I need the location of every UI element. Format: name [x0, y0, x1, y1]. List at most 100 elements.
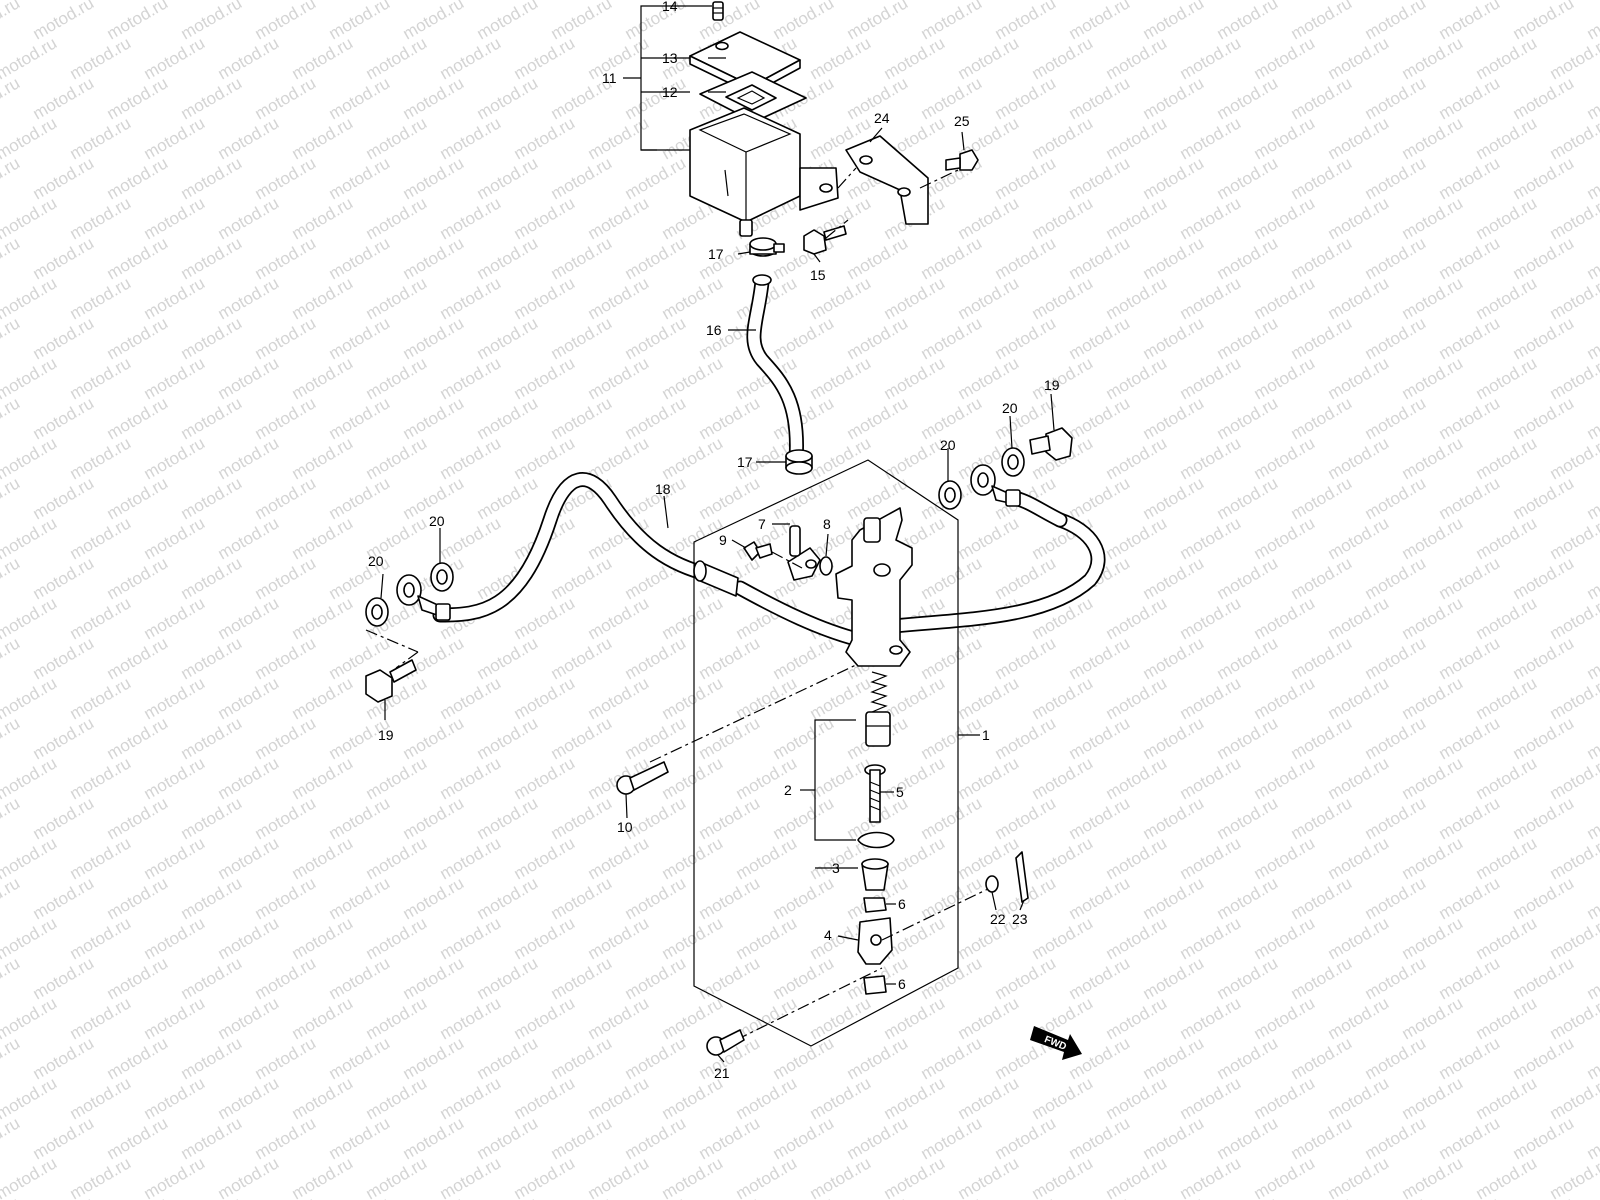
watermark-text: motod.ru	[400, 153, 468, 203]
watermark-text: motod.ru	[770, 633, 838, 683]
watermark-text: motod.ru	[696, 953, 764, 1003]
watermark-text: motod.ru	[1510, 553, 1578, 603]
watermark-text: motod.ru	[1510, 393, 1578, 443]
watermark-text: motod.ru	[30, 1113, 98, 1163]
watermark-text: motod.ru	[585, 833, 653, 883]
watermark-text: motod.ru	[659, 993, 727, 1043]
watermark-text: motod.ru	[1029, 193, 1097, 243]
watermark-text: motod.ru	[1140, 873, 1208, 923]
watermark-text: motod.ru	[1251, 833, 1319, 883]
watermark-text: motod.ru	[178, 793, 246, 843]
watermark-text: motod.ru	[1177, 913, 1245, 963]
watermark-text: motod.ru	[104, 233, 172, 283]
watermark-text: motod.ru	[289, 513, 357, 563]
watermark-text: motod.ru	[104, 153, 172, 203]
watermark-text: motod.ru	[326, 953, 394, 1003]
watermark-text: motod.ru	[807, 673, 875, 723]
watermark-text: motod.ru	[474, 873, 542, 923]
watermark-text: motod.ru	[622, 313, 690, 363]
watermark-text: motod.ru	[1436, 873, 1504, 923]
callout-21: 21	[714, 1065, 730, 1081]
watermark-text: motod.ru	[363, 753, 431, 803]
watermark-text: motod.ru	[1251, 993, 1319, 1043]
watermark-text: motod.ru	[1436, 233, 1504, 283]
watermark-text: motod.ru	[1584, 313, 1600, 363]
watermark-text: motod.ru	[1547, 193, 1600, 243]
watermark-text: motod.ru	[104, 713, 172, 763]
watermark-text: motod.ru	[1214, 233, 1282, 283]
watermark-text: motod.ru	[289, 673, 357, 723]
watermark-text: motod.ru	[548, 1193, 616, 1200]
watermark-text: motod.ru	[1584, 1033, 1600, 1083]
watermark-text: motod.ru	[1103, 33, 1171, 83]
watermark-text: motod.ru	[918, 793, 986, 843]
watermark-text: motod.ru	[1325, 833, 1393, 883]
watermark-text: motod.ru	[548, 553, 616, 603]
watermark-text: motod.ru	[474, 0, 542, 43]
watermark-text: motod.ru	[770, 0, 838, 43]
callout-7: 7	[758, 516, 766, 532]
watermark-text: motod.ru	[770, 1033, 838, 1083]
watermark-text: motod.ru	[548, 633, 616, 683]
watermark-text: motod.ru	[1140, 1193, 1208, 1200]
watermark-text: motod.ru	[585, 673, 653, 723]
watermark-text: motod.ru	[178, 873, 246, 923]
watermark-text: motod.ru	[1473, 753, 1541, 803]
watermark-text: motod.ru	[104, 953, 172, 1003]
watermark-text: motod.ru	[1103, 193, 1171, 243]
watermark-text: motod.ru	[1436, 153, 1504, 203]
watermark-text: motod.ru	[0, 1033, 23, 1083]
watermark-text: motod.ru	[659, 1153, 727, 1200]
cotter-pin-23	[1015, 851, 1029, 903]
watermark-text: motod.ru	[104, 1113, 172, 1163]
watermark-text: motod.ru	[1288, 313, 1356, 363]
watermark-text: motod.ru	[1066, 473, 1134, 523]
watermark-text: motod.ru	[1325, 593, 1393, 643]
watermark-text: motod.ru	[844, 1033, 912, 1083]
watermark-text: motod.ru	[548, 1113, 616, 1163]
watermark-text: motod.ru	[955, 1073, 1023, 1123]
watermark-text: motod.ru	[67, 113, 135, 163]
watermark-text: motod.ru	[992, 713, 1060, 763]
watermark-text: motod.ru	[1288, 1113, 1356, 1163]
watermark-text: motod.ru	[400, 233, 468, 283]
watermark-text: motod.ru	[104, 793, 172, 843]
watermark-text: motod.ru	[696, 633, 764, 683]
watermark-text: motod.ru	[1288, 633, 1356, 683]
watermark-text: motod.ru	[733, 913, 801, 963]
watermark-text: motod.ru	[0, 393, 23, 443]
watermark-text: motod.ru	[30, 793, 98, 843]
watermark-text: motod.ru	[104, 873, 172, 923]
watermark-text: motod.ru	[1362, 153, 1430, 203]
watermark-text: motod.ru	[178, 713, 246, 763]
watermark-text: motod.ru	[1140, 633, 1208, 683]
watermark-text: motod.ru	[918, 233, 986, 283]
leader-lines	[380, 5, 1055, 1063]
watermark-text: motod.ru	[437, 193, 505, 243]
watermark-text: motod.ru	[585, 353, 653, 403]
watermark-text: motod.ru	[622, 1033, 690, 1083]
watermark-text: motod.ru	[252, 793, 320, 843]
watermark-text: motod.ru	[30, 73, 98, 123]
watermark-text: motod.ru	[1547, 593, 1600, 643]
watermark-text: motod.ru	[881, 993, 949, 1043]
watermark-text: motod.ru	[326, 233, 394, 283]
watermark-text: motod.ru	[289, 833, 357, 883]
watermark-text: motod.ru	[1288, 713, 1356, 763]
banjo-bolt-19-right	[1029, 427, 1073, 461]
watermark-text: motod.ru	[1214, 953, 1282, 1003]
watermark-text: motod.ru	[178, 473, 246, 523]
watermark-text: motod.ru	[770, 713, 838, 763]
watermark-text: motod.ru	[400, 73, 468, 123]
watermark-text: motod.ru	[955, 993, 1023, 1043]
watermark-text: motod.ru	[1547, 673, 1600, 723]
watermark-text: motod.ru	[1547, 273, 1600, 323]
callout-16: 16	[706, 322, 722, 338]
watermark-text: motod.ru	[289, 193, 357, 243]
watermark-text: motod.ru	[1510, 0, 1578, 43]
watermark-text: motod.ru	[1214, 633, 1282, 683]
watermark-text: motod.ru	[1140, 313, 1208, 363]
watermark-text: motod.ru	[1288, 1193, 1356, 1200]
watermark-text: motod.ru	[1140, 153, 1208, 203]
watermark-text: motod.ru	[733, 673, 801, 723]
